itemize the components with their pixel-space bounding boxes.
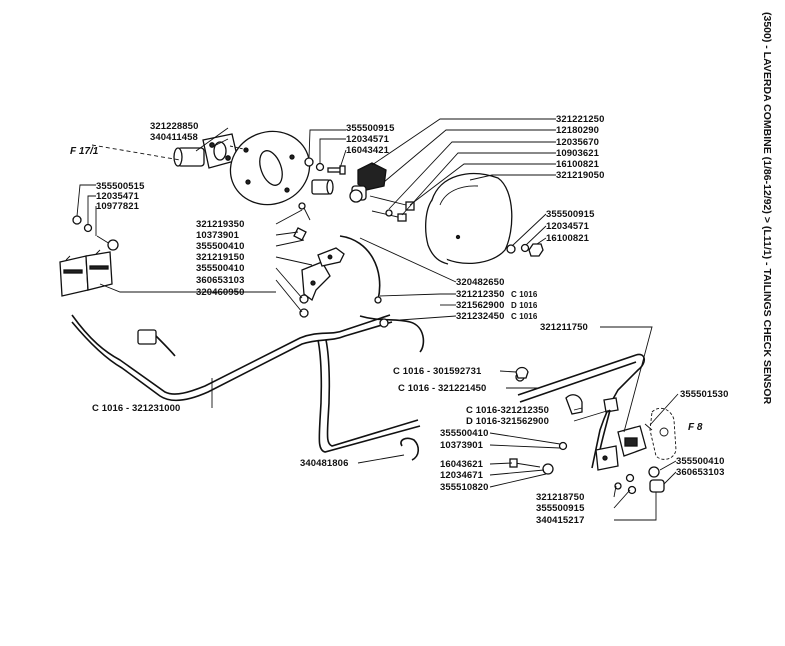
label-c1016-321231000: C 1016 - 321231000 <box>92 403 180 414</box>
label-321562900-d: 321562900 <box>456 300 504 311</box>
label-16043621: 16043621 <box>440 459 484 470</box>
label-12034571-right: 12034571 <box>546 221 590 232</box>
disc-plate-part <box>229 130 311 206</box>
label-321212350-c-tag: C 1016 <box>511 290 538 299</box>
side-title: (3500) - LAVERDA COMBINE (1/86-12/92) > … <box>761 12 773 405</box>
label-321228850: 321228850 <box>150 121 198 132</box>
label-320460950: 320460950 <box>196 287 244 298</box>
label-c1016-301592731: C 1016 - 301592731 <box>393 366 482 377</box>
label-360653103-a: 360653103 <box>196 275 244 286</box>
label-355500410-d: 355500410 <box>676 456 724 467</box>
label-355500410-a: 355500410 <box>196 241 244 252</box>
label-12034571-top: 12034571 <box>346 134 390 145</box>
top-washers-part <box>304 157 346 175</box>
label-321232450-c: 321232450 <box>456 311 504 322</box>
label-10903621: 10903621 <box>556 148 600 159</box>
label-355500515: 355500515 <box>96 181 145 192</box>
label-340411458: 340411458 <box>150 132 198 143</box>
label-355500915-bottom: 355500915 <box>536 503 585 514</box>
sensor-cover-part <box>425 172 513 265</box>
label-12035670: 12035670 <box>556 137 599 148</box>
label-12035471: 12035471 <box>96 191 140 202</box>
sensor-bushing-part <box>173 133 239 169</box>
label-355500410-b: 355500410 <box>196 263 244 274</box>
label-355500410-c: 355500410 <box>440 428 488 439</box>
sensor-unit-part <box>595 425 647 471</box>
label-c1016-321221450: C 1016 - 321221450 <box>398 383 486 394</box>
label-16043421: 16043421 <box>346 145 390 156</box>
bracket-bolt-part <box>293 202 311 318</box>
bottom-right-fasteners-part <box>614 466 665 495</box>
label-16100821-top: 16100821 <box>556 159 600 170</box>
label-321232450-c-tag: C 1016 <box>511 312 538 321</box>
label-321218750: 321218750 <box>536 492 584 503</box>
ref-f17: F 17/1 <box>70 146 99 157</box>
sensor-bracket-part <box>301 247 345 302</box>
label-340415217: 340415217 <box>536 515 584 526</box>
connector-blocks-part <box>59 249 113 297</box>
ref-f8: F 8 <box>688 422 703 433</box>
label-355501530: 355501530 <box>680 389 728 400</box>
label-321219150: 321219150 <box>196 252 244 263</box>
hose-clamp-part <box>400 437 420 461</box>
label-10977821: 10977821 <box>96 201 140 212</box>
label-321219350: 321219350 <box>196 219 244 230</box>
left-bolt-part <box>72 215 119 251</box>
clip-part <box>515 366 529 379</box>
sensor-head-part <box>349 162 387 203</box>
label-321211750: 321211750 <box>540 322 588 333</box>
label-321212350-c: 321212350 <box>456 289 504 300</box>
part-number-labels: F 17/1 F 8 321228850 340411458 355500515… <box>70 114 728 526</box>
wiring-harness-part <box>71 235 425 453</box>
leader-lines <box>76 118 679 521</box>
f8-reference-part <box>649 407 677 460</box>
label-10373901-bottom: 10373901 <box>440 440 484 451</box>
label-355500915-right: 355500915 <box>546 209 595 220</box>
mid-bottom-bolt-part <box>509 441 568 475</box>
label-12180290: 12180290 <box>556 125 599 136</box>
cover-fasteners-part <box>506 243 544 257</box>
label-355500915-top: 355500915 <box>346 123 395 134</box>
label-d1016-321562900: D 1016-321562900 <box>466 416 549 427</box>
label-321219050: 321219050 <box>556 170 604 181</box>
label-340481806: 340481806 <box>300 458 348 469</box>
label-360653103-b: 360653103 <box>676 467 724 478</box>
label-321562900-d-tag: D 1016 <box>511 301 538 310</box>
label-16100821-right: 16100821 <box>546 233 590 244</box>
label-12034671: 12034671 <box>440 470 484 481</box>
label-320482650: 320482650 <box>456 277 504 288</box>
label-10373901-top: 10373901 <box>196 230 240 241</box>
spacer-bush-part <box>311 179 334 195</box>
label-c1016-321212350: C 1016-321212350 <box>466 405 549 416</box>
label-355510820: 355510820 <box>440 482 488 493</box>
label-321221250: 321221250 <box>556 114 604 125</box>
